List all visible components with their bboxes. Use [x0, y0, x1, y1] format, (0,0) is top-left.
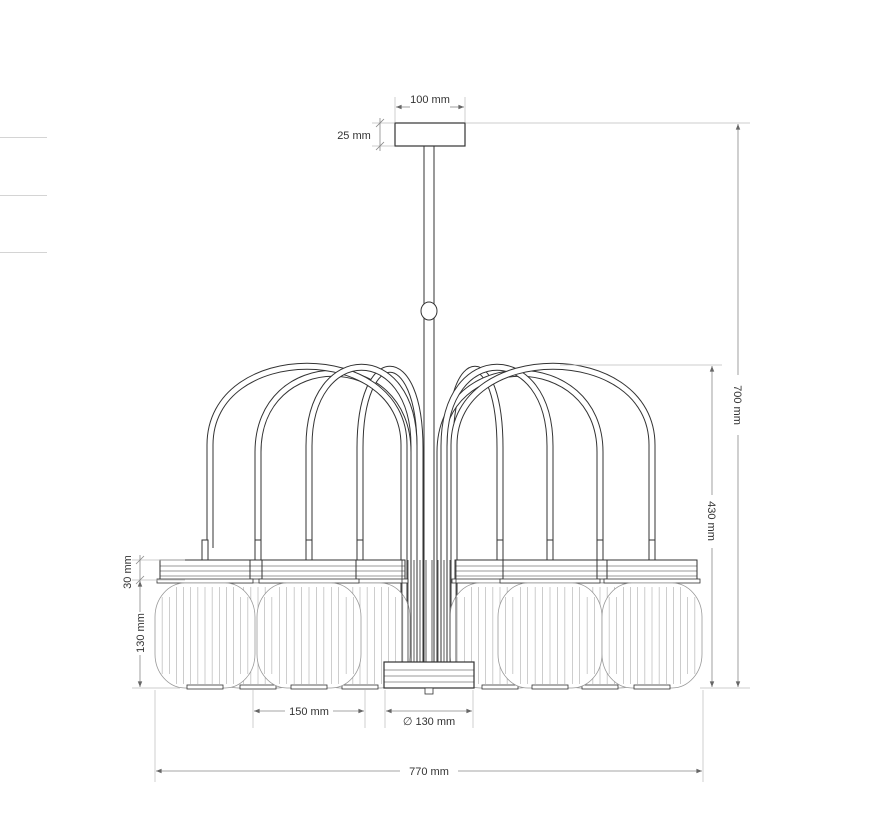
rod-ball: [420, 301, 438, 321]
lantern-cup: [261, 559, 357, 581]
shade-bottom: [481, 684, 519, 690]
dimension-lines: 100 mm 25 mm 700 mm 430 mm 30 mm 130 mm …: [122, 94, 750, 782]
dim-canopy-height: 25 mm: [337, 130, 371, 142]
lantern-cup: [502, 559, 598, 581]
arm-core: [207, 363, 407, 662]
arm-core: [441, 364, 553, 662]
dim-total-width: 770 mm: [409, 766, 449, 778]
side-divider: [0, 195, 47, 196]
fixture-outline: [154, 122, 703, 695]
dim-shade-height: 130 mm: [135, 613, 147, 653]
lantern-stem: [596, 539, 604, 561]
shade-bottom: [531, 684, 569, 690]
dim-cup-height: 30 mm: [122, 555, 134, 589]
side-divider: [0, 137, 47, 138]
lantern-stem: [496, 539, 504, 561]
base-finial: [424, 687, 434, 695]
lantern: [256, 539, 362, 690]
cup-rim: [156, 578, 254, 584]
lantern-stem: [254, 539, 262, 561]
dim-body-height: 430 mm: [705, 501, 717, 541]
lantern-stem: [201, 539, 209, 561]
lantern: [497, 539, 603, 690]
shade-bottom: [581, 684, 619, 690]
cup-rim: [258, 578, 360, 584]
lantern: [154, 539, 256, 690]
shade-bottom: [633, 684, 671, 690]
shade-bottom: [239, 684, 277, 690]
dim-canopy-width: 100 mm: [410, 94, 450, 106]
arm-core: [451, 363, 655, 662]
cup-rim: [603, 578, 701, 584]
dim-total-height: 700 mm: [731, 385, 743, 425]
lantern-stem: [305, 539, 313, 561]
cup-rim: [499, 578, 601, 584]
lantern-stem: [648, 539, 656, 561]
side-divider: [0, 252, 47, 253]
lantern-cup: [159, 559, 251, 581]
dim-shade-width: 150 mm: [289, 706, 329, 718]
lantern-stem: [546, 539, 554, 561]
lantern: [601, 539, 703, 690]
shade-bottom: [186, 684, 224, 690]
shade-bottom: [290, 684, 328, 690]
canopy: [394, 122, 466, 147]
base: [383, 661, 475, 689]
dim-base-diameter: ∅ 130 mm: [403, 716, 455, 728]
lantern-cup: [606, 559, 698, 581]
arm-core: [357, 367, 423, 662]
lantern-stem: [356, 539, 364, 561]
shade-bottom: [341, 684, 379, 690]
arm-core: [306, 364, 417, 662]
center-rod: [423, 145, 435, 663]
